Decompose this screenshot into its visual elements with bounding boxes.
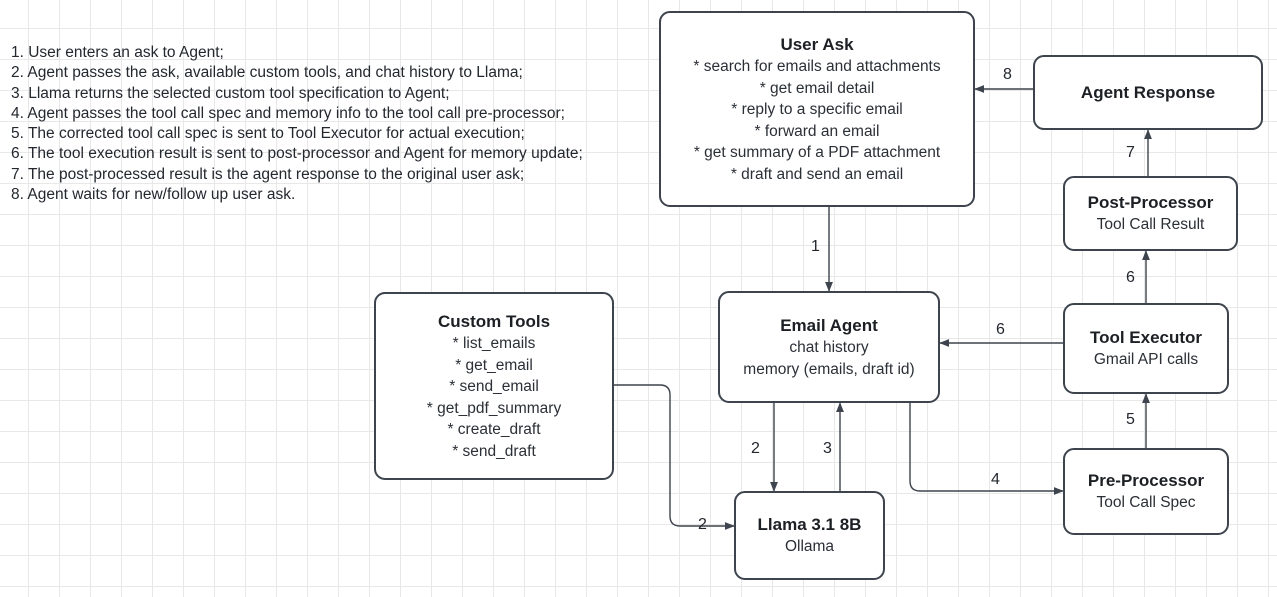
- legend-step-3: 3. Llama returns the selected custom too…: [11, 84, 450, 102]
- node-post-processor-subtitle: Tool Call Result: [1096, 216, 1205, 234]
- node-tool-executor-title: Tool Executor: [1089, 328, 1203, 348]
- node-post-processor[interactable]: Post-Processor Tool Call Result: [1063, 176, 1238, 251]
- edge-label-3: 3: [823, 440, 832, 457]
- edge-label-7: 7: [1126, 144, 1135, 161]
- legend-step-8: 8. Agent waits for new/follow up user as…: [11, 186, 296, 204]
- node-llama-title: Llama 3.1 8B: [757, 515, 862, 535]
- node-email-agent-line-2: memory (emails, draft id): [743, 360, 915, 378]
- node-user-ask-item-2: * get email detail: [759, 79, 875, 97]
- node-email-agent-title: Email Agent: [780, 316, 878, 335]
- node-custom-tools-item-2: * get_email: [455, 356, 533, 374]
- legend-step-7: 7. The post-processed result is the agen…: [11, 165, 525, 183]
- edge-label-5: 5: [1126, 411, 1135, 428]
- node-custom-tools-item-1: * list_emails: [452, 335, 536, 352]
- node-user-ask-title: User Ask: [780, 35, 854, 54]
- node-custom-tools-title: Custom Tools: [437, 312, 551, 331]
- node-agent-response[interactable]: Agent Response: [1033, 55, 1263, 130]
- edge-2-custom-tools-to-llama: [614, 384, 735, 530]
- process-steps-legend: 1. User enters an ask to Agent; 2. Agent…: [11, 43, 583, 205]
- node-custom-tools-item-4: * get_pdf_summary: [426, 399, 562, 417]
- node-user-ask-item-4: * forward an email: [754, 122, 880, 140]
- node-user-ask[interactable]: User Ask * search for emails and attachm…: [659, 11, 975, 207]
- node-custom-tools-item-6: * send_draft: [452, 442, 536, 460]
- legend-step-2: 2. Agent passes the ask, available custo…: [11, 64, 523, 82]
- node-custom-tools-item-5: * create_draft: [447, 421, 541, 438]
- edge-label-2a: 2: [751, 440, 760, 457]
- edge-4-email-agent-to-pre-processor: [909, 403, 1064, 495]
- legend-step-4: 4. Agent passes the tool call spec and m…: [11, 104, 565, 122]
- node-user-ask-item-1: * search for emails and attachments: [693, 58, 941, 75]
- edge-label-2b: 2: [698, 516, 707, 533]
- edge-label-4: 4: [991, 471, 1000, 488]
- node-tool-executor-subtitle: Gmail API calls: [1093, 351, 1199, 369]
- node-user-ask-item-6: * draft and send an email: [730, 165, 904, 183]
- node-pre-processor-title: Pre-Processor: [1087, 471, 1205, 491]
- node-user-ask-item-3: * reply to a specific email: [731, 101, 903, 118]
- node-custom-tools-item-3: * send_email: [449, 378, 539, 395]
- legend-step-1: 1. User enters an ask to Agent;: [11, 44, 224, 61]
- node-pre-processor-subtitle: Tool Call Spec: [1096, 494, 1196, 512]
- edge-label-1: 1: [811, 238, 820, 255]
- edge-label-8: 8: [1003, 66, 1012, 83]
- edge-label-6b: 6: [996, 321, 1005, 338]
- node-email-agent[interactable]: Email Agent chat history memory (emails,…: [718, 291, 940, 403]
- node-llama-subtitle: Ollama: [784, 538, 835, 556]
- node-pre-processor[interactable]: Pre-Processor Tool Call Spec: [1063, 448, 1229, 535]
- node-user-ask-item-5: * get summary of a PDF attachment: [693, 144, 941, 161]
- legend-step-5: 5. The corrected tool call spec is sent …: [11, 125, 525, 143]
- node-post-processor-title: Post-Processor: [1087, 193, 1214, 213]
- node-agent-response-title: Agent Response: [1080, 83, 1216, 102]
- legend-step-6: 6. The tool execution result is sent to …: [11, 145, 583, 163]
- edge-label-6a: 6: [1126, 269, 1135, 286]
- node-tool-executor[interactable]: Tool Executor Gmail API calls: [1063, 303, 1229, 394]
- node-llama[interactable]: Llama 3.1 8B Ollama: [734, 491, 885, 580]
- node-email-agent-line-1: chat history: [789, 339, 869, 356]
- node-custom-tools[interactable]: Custom Tools * list_emails * get_email *…: [374, 292, 614, 480]
